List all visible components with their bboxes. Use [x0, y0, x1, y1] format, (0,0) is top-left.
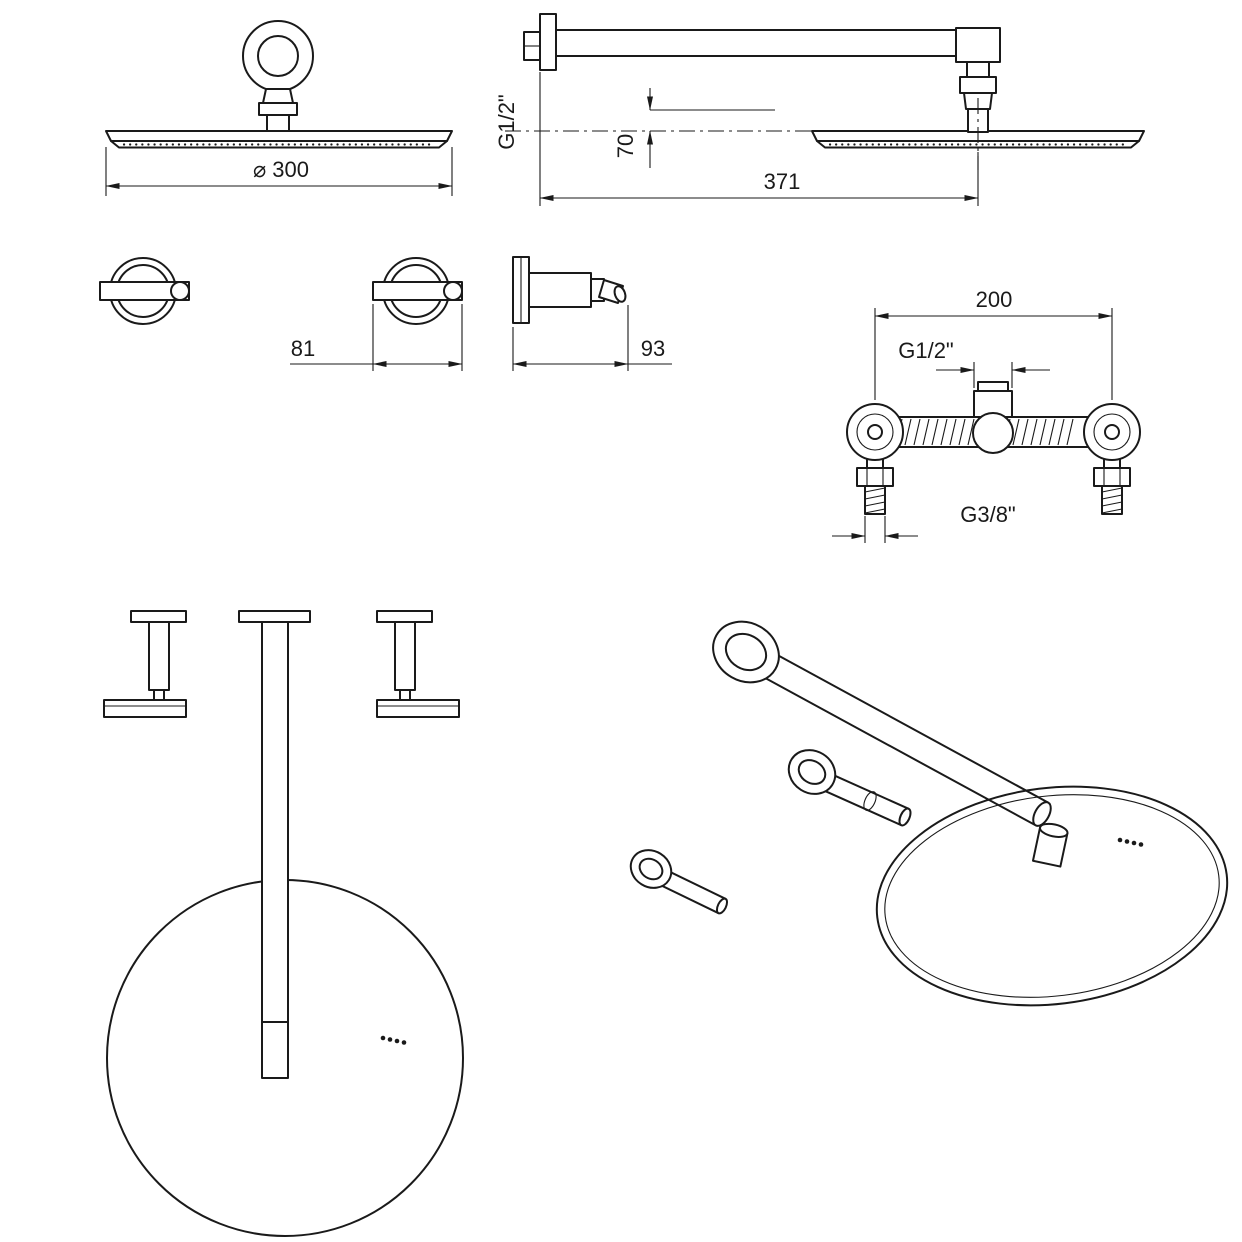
head-connector-perspective: [1031, 822, 1069, 868]
mixer-union-right-outer: [1083, 403, 1141, 461]
arm-tube: [555, 29, 1001, 57]
union2-flange-inner: [638, 857, 664, 881]
brand-dot: [1131, 840, 1137, 846]
view-ceiling-top: [103, 610, 464, 1237]
ceiling-union-right-stem: [394, 621, 416, 691]
hanging-ring-outer: [242, 20, 314, 92]
brand-dot: [1117, 837, 1123, 843]
dimension-label-reach: 371: [764, 169, 801, 194]
union1-edge-lower: [813, 785, 902, 827]
arm-end-cap: [1032, 801, 1052, 827]
inlet-right-hex: [1093, 467, 1131, 487]
connector-top: [1038, 822, 1069, 838]
brand-dots-top-view: [380, 1035, 407, 1045]
swivel-joint-neck: [266, 114, 290, 132]
inlet-left-stub: [864, 485, 886, 515]
brand-dot: [1138, 842, 1144, 847]
brand-dot: [394, 1038, 400, 1044]
brand-dot: [401, 1040, 407, 1045]
dimension-label-span: 200: [976, 287, 1013, 312]
head-outline-perspective: [875, 785, 1229, 1007]
inlet-left-hex-facets: [866, 468, 884, 486]
mixer-union-right-inner: [1093, 413, 1131, 451]
ceiling-union-left-flange: [130, 610, 187, 623]
outlet-lip: [977, 381, 1009, 392]
thread-label-arm: G1/2": [494, 94, 519, 150]
ceiling-arm-shaft: [261, 621, 289, 1023]
swivel-joint-top: [262, 88, 294, 104]
ceiling-union-right-flange: [376, 610, 433, 623]
wall-flange-perspective-inner: [724, 632, 768, 672]
dimension-label-drop: 70: [613, 134, 638, 158]
view-overhead-shower-side: ⌀ 300: [105, 20, 453, 196]
extension-lines-reach: [539, 72, 979, 206]
inlet-right-hex-facets: [1103, 468, 1121, 486]
arm-end-block: [955, 27, 1001, 63]
ceiling-union-right-pipe: [376, 699, 460, 718]
dimension-label-depth: 93: [641, 336, 665, 361]
thread-label-outlet: G1/2": [898, 338, 954, 363]
arm-edge-lower: [745, 666, 1037, 827]
brand-dot: [380, 1035, 386, 1041]
extension-lines-inlet: [864, 516, 886, 543]
hanging-ring-inner: [257, 35, 299, 77]
inlet-right-stub: [1101, 485, 1123, 515]
union-a-pipe-end: [170, 281, 190, 301]
head-connector-collar: [959, 76, 997, 94]
brand-dots-perspective: [1117, 837, 1144, 847]
union2-end-cap: [715, 897, 729, 915]
extension-lines-outlet: [973, 362, 1013, 388]
swivel-joint-collar: [258, 102, 298, 116]
view-wall-unions: 81 93: [99, 256, 672, 371]
mixer-union-left-inner: [856, 413, 894, 451]
head-connector-neck: [966, 61, 990, 78]
inlet-right-thread-hatch: [1101, 487, 1123, 514]
view-mixer-body: 200 G1/2" G3/8": [832, 287, 1141, 543]
dimension-label-width: 81: [291, 336, 315, 361]
mixer-union-left-outer: [846, 403, 904, 461]
arm-edge-upper: [757, 643, 1049, 804]
brand-dot: [387, 1037, 393, 1042]
mixer-union-left-core: [867, 424, 883, 440]
ceiling-arm-outlet: [261, 1021, 289, 1079]
head-rim-perspective: [884, 794, 1220, 998]
shower-plate-body: [105, 130, 453, 142]
ceiling-arm-flange: [238, 610, 311, 623]
ceiling-union-left-pipe: [103, 699, 187, 718]
union-c-barrel: [528, 272, 592, 308]
outlet-boss: [972, 412, 1014, 454]
brand-dot: [1124, 839, 1130, 844]
shower-plate-face-2: [816, 140, 1140, 149]
thread-label-inlet: G3/8": [960, 502, 1016, 527]
wall-flange: [539, 13, 557, 71]
ceiling-union-left-stem: [148, 621, 170, 691]
union1-end-cap: [898, 807, 912, 827]
union1-flange-inner: [797, 759, 827, 785]
extension-lines-depth: [512, 305, 629, 371]
dimension-label-diameter: ⌀ 300: [253, 157, 309, 182]
inlet-left-thread-hatch: [864, 487, 886, 514]
extension-lines-width: [372, 304, 463, 371]
extension-lines-span: [874, 308, 1113, 400]
inlet-left-hex: [856, 467, 894, 487]
shower-plate-face: [110, 140, 448, 149]
ceiling-union-right-nub: [399, 689, 411, 701]
union-b-pipe-end: [443, 281, 463, 301]
ceiling-union-left-nub: [153, 689, 165, 701]
view-assembly-perspective: [629, 620, 1229, 1007]
view-shower-arm-side: 70 G1/2" 371: [494, 13, 1145, 206]
union-c-outlet: [613, 285, 627, 303]
mixer-union-right-core: [1104, 424, 1120, 440]
union1-step-ring: [863, 791, 877, 811]
